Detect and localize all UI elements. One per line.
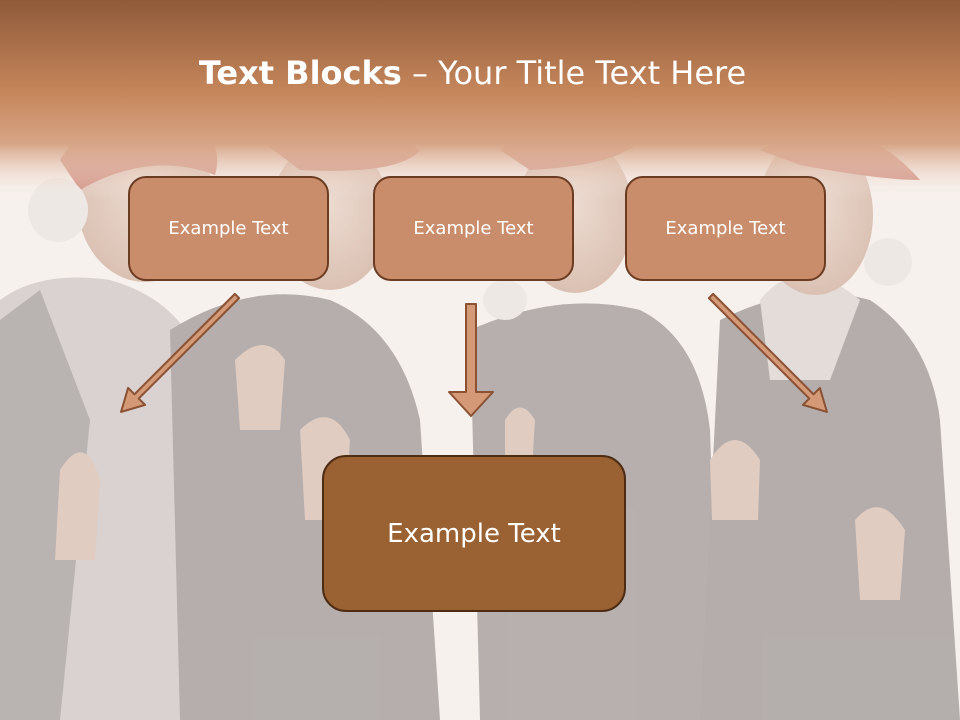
text-block-label: Example Text [665,218,786,239]
slide-title: Text Blocks – Your Title Text Here [0,54,945,92]
title-bold: Text Blocks [198,54,402,92]
arrow-left-diagonal [120,292,241,413]
text-block-label: Example Text [387,518,561,549]
text-block-main[interactable]: Example Text [322,455,626,612]
text-block-top-left[interactable]: Example Text [128,176,329,281]
title-rest: Your Title Text Here [438,54,747,92]
text-block-label: Example Text [168,218,289,239]
arrow-center-down [448,303,494,417]
arrow-right-diagonal [707,292,828,413]
title-separator: – [401,54,439,92]
text-block-top-right[interactable]: Example Text [625,176,826,281]
text-block-top-center[interactable]: Example Text [373,176,574,281]
text-block-label: Example Text [413,218,534,239]
